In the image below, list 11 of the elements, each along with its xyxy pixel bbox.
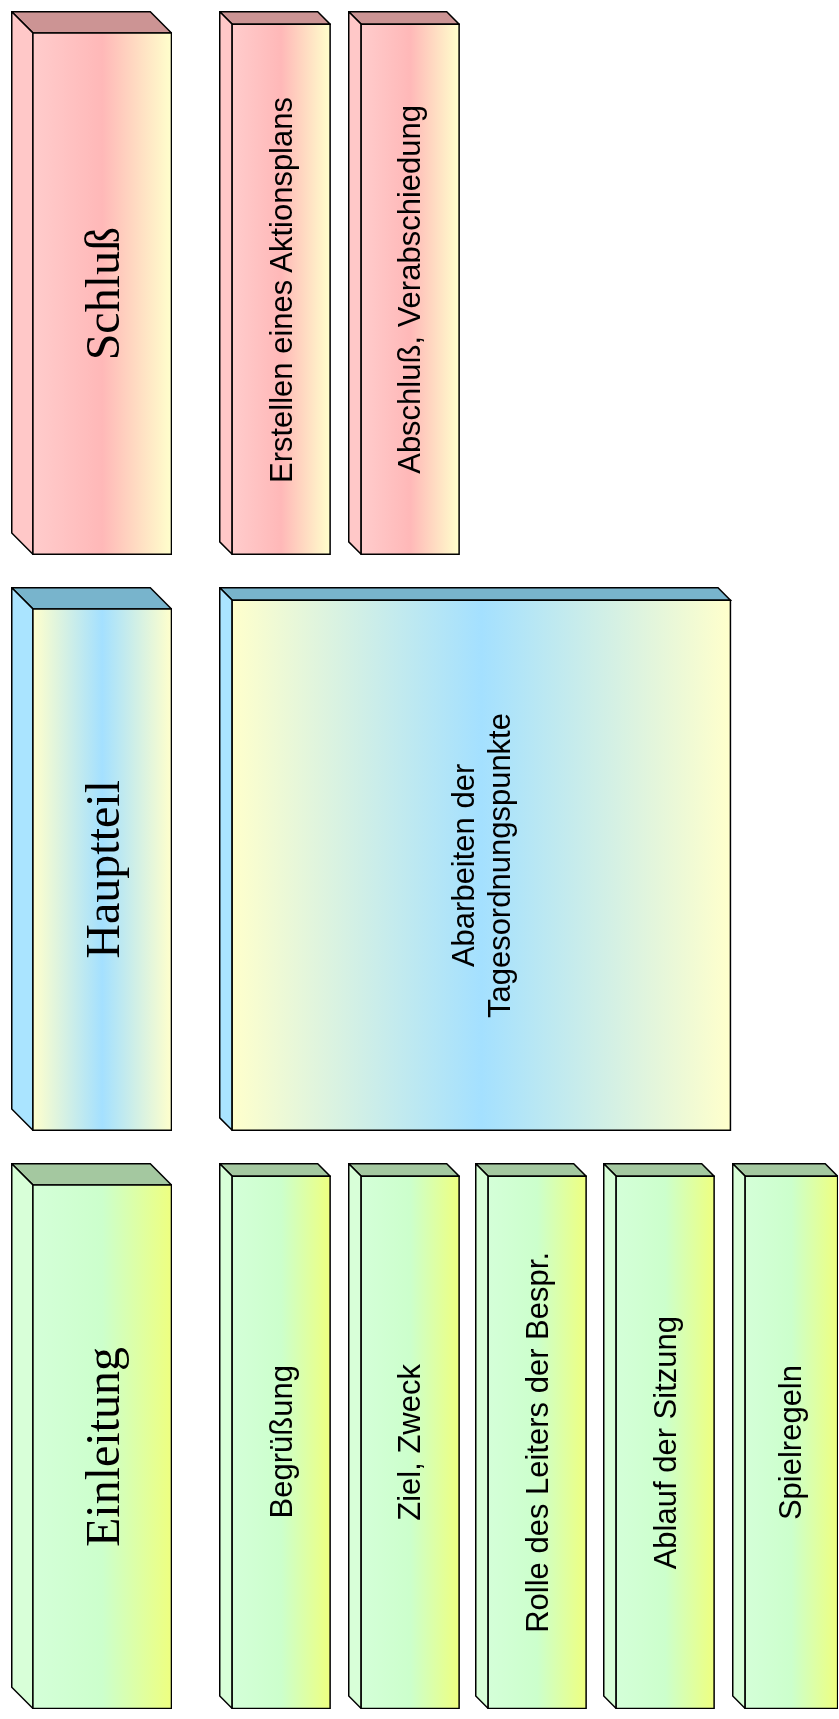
agenda-item: Ablauf der Sitzung (647, 1315, 684, 1569)
agenda-item: Ziel, Zweck (392, 1363, 428, 1521)
agenda-item: Rolle des Leiters der Bespr. (519, 1251, 556, 1633)
section-heading: Einleitung (74, 1346, 130, 1547)
section-heading: Hauptteil (74, 780, 130, 959)
agenda-item: Abarbeiten der Tagesordnungspunkte (446, 711, 518, 1020)
agenda-item: Erstellen eines Aktionsplans (264, 96, 300, 483)
agenda-item: Abschluß, Verabschiedung (392, 105, 428, 474)
section-heading: Schluß (74, 227, 130, 361)
agenda-item: Begrüßung (264, 1365, 300, 1519)
agenda-item: Spielregeln (773, 1364, 810, 1520)
